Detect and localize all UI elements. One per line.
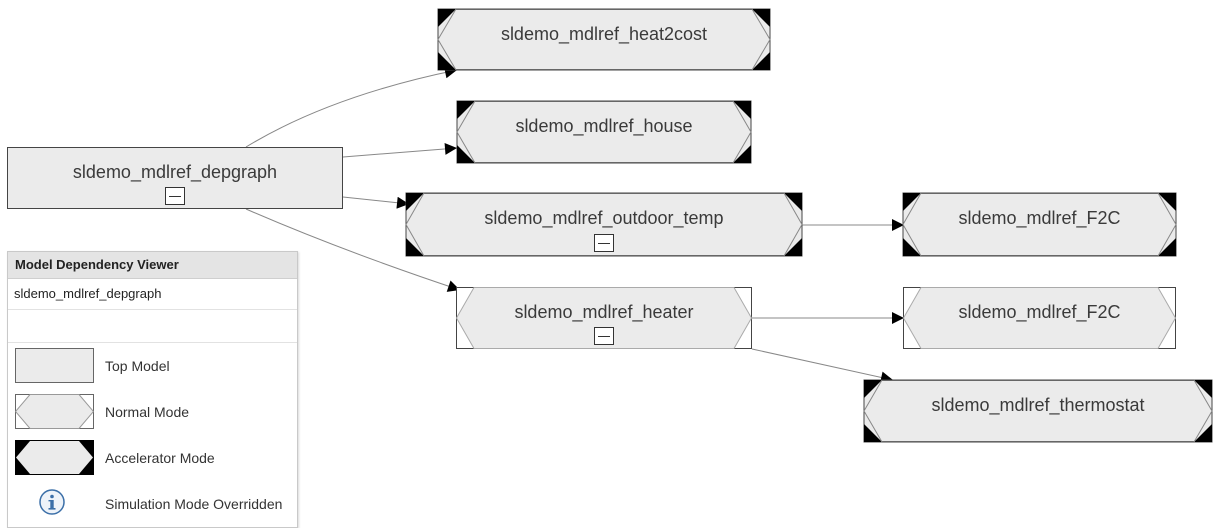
model-node-thermostat[interactable]: sldemo_mdlref_thermostat (863, 379, 1213, 443)
accelerator-mode-swatch (15, 440, 94, 475)
edge-depgraph-to-outdoor (342, 196, 410, 209)
legend-model-name: sldemo_mdlref_depgraph (8, 279, 297, 310)
legend-panel: Model Dependency Viewer sldemo_mdlref_de… (7, 251, 298, 528)
normal-mode-shape (902, 287, 1177, 349)
edge-depgraph-to-house (342, 142, 458, 158)
model-node-label: sldemo_mdlref_outdoor_temp (484, 208, 724, 228)
model-node-heater[interactable]: sldemo_mdlref_heater (455, 287, 753, 349)
normal-mode-swatch (15, 394, 94, 429)
collapse-button[interactable] (594, 234, 614, 252)
accelerator-mode-shape (456, 100, 752, 164)
legend-label-normal-mode: Normal Mode (105, 404, 190, 420)
model-node-label: sldemo_mdlref_house (515, 116, 693, 136)
legend-label-simulation-mode-overridden: Simulation Mode Overridden (105, 496, 283, 512)
legend-item-top-model: Top Model (8, 343, 297, 389)
legend-item-simulation-mode-overridden: Simulation Mode Overridden (8, 481, 297, 527)
model-node-label: sldemo_mdlref_thermostat (931, 395, 1145, 415)
edge-heater-to-thermostat (751, 348, 894, 384)
normal-mode-shape (455, 287, 753, 349)
accelerator-mode-shape (902, 192, 1177, 257)
top-model-swatch (15, 348, 94, 383)
model-node-heat2cost[interactable]: sldemo_mdlref_heat2cost (437, 8, 771, 71)
accelerator-mode-shape (863, 379, 1213, 443)
legend-blank-row (8, 310, 297, 343)
edge-depgraph-to-heater (245, 208, 461, 292)
collapse-button[interactable] (594, 327, 614, 345)
model-node-f2c-norm[interactable]: sldemo_mdlref_F2C (902, 287, 1177, 349)
model-node-house[interactable]: sldemo_mdlref_house (456, 100, 752, 164)
model-node-label: sldemo_mdlref_F2C (958, 208, 1121, 228)
legend-item-accelerator-mode: Accelerator Mode (8, 435, 297, 481)
legend-label-top-model: Top Model (105, 358, 170, 374)
model-node-f2c-acc[interactable]: sldemo_mdlref_F2C (902, 192, 1177, 257)
model-node-label: sldemo_mdlref_depgraph (72, 162, 278, 182)
legend-label-accelerator-mode: Accelerator Mode (105, 450, 215, 466)
model-node-label: sldemo_mdlref_F2C (958, 302, 1121, 322)
model-node-depgraph[interactable]: sldemo_mdlref_depgraph (7, 147, 343, 209)
info-icon (39, 489, 65, 515)
edge-depgraph-to-heat2cost (245, 66, 458, 148)
model-node-outdoor[interactable]: sldemo_mdlref_outdoor_temp (405, 192, 803, 257)
model-node-label: sldemo_mdlref_heater (514, 302, 694, 322)
collapse-button[interactable] (165, 187, 185, 205)
model-node-label: sldemo_mdlref_heat2cost (500, 24, 708, 44)
accelerator-mode-shape (437, 8, 771, 71)
legend-item-normal-mode: Normal Mode (8, 389, 297, 435)
legend-title: Model Dependency Viewer (8, 252, 297, 279)
